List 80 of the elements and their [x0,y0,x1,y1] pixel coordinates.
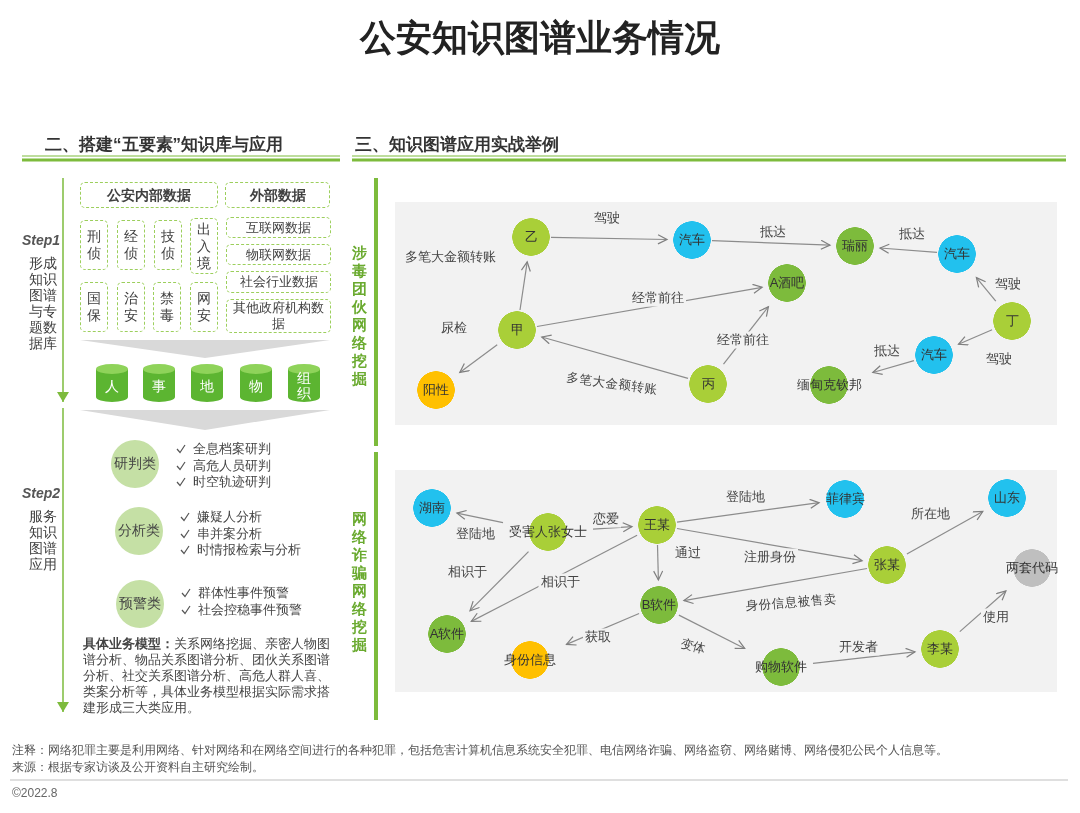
arrow [676,498,820,523]
arrow [459,344,498,373]
data-box: 网安 [190,282,218,332]
edge-label: 经常前往 [630,289,686,307]
list-item: 嫌疑人分析 [197,509,262,526]
step-label: Step2 [22,485,61,501]
note-text: 注释：网络犯罪主要是利用网络、针对网络和在网络空间进行的各种犯罪，包括危害计算机信息系统安全犯罪、电信网络诈骗、网络盗窃、网络赌博、网络侵犯公民个人信息等。 [12,742,948,759]
funnel-shape [80,410,330,430]
arrow [541,334,689,379]
paragraph: 具体业务模型：关系网络挖掘、亲密人物图谱分析、物品关系图谱分析、团伙关系图谱分析、社交关系图谱分析、高危人群人喜、类案分析等，具体业务模型根据实际需求搭建形成三大类应用。 [83,636,331,716]
arrow [683,567,868,605]
edge-label: 登陆地 [723,488,767,506]
arrow [469,551,530,612]
data-box: 刑侦 [80,220,108,270]
list-item: 时情报检索与分析 [197,542,301,559]
edge-label: 抵达 [758,223,788,241]
vertical-heading: 网络诈骗网络挖掘 [352,510,368,654]
funnel-shape [80,340,330,358]
data-box: 经侦 [117,220,145,270]
edge-label: 多笔大金额转账 [402,248,498,266]
arrow [812,647,916,664]
step-description: 服务知识图谱应用 [29,508,57,572]
data-box: 物联网数据 [226,244,331,265]
edge-label: 尿检 [439,319,469,337]
section-heading: 三、知识图谱应用实战举例 [355,134,559,156]
edge-label: 相识于 [538,573,582,591]
arrow [879,243,938,254]
list-item: 高危人员研判 [193,457,271,475]
arrow [906,510,984,555]
edge-label: 使用 [981,608,1011,626]
data-box: 国保 [80,282,108,332]
category-circle: 预警类 [116,580,164,628]
edge-label: 登陆地 [453,525,497,543]
arrow [678,614,746,650]
arrow [653,544,664,581]
data-box: 出入境 [190,218,218,274]
data-box: 社会行业数据 [226,271,331,293]
source-text: 来源：根据专家访谈及公开资料自主研究绘制。 [12,759,264,776]
data-box: 互联网数据 [226,217,331,238]
category-box: 公安内部数据 [80,182,218,208]
edge-label: 开发者 [836,638,880,656]
arrow [959,590,1007,633]
title: 公安知识图谱业务情况 [358,16,721,60]
edge-label: 经常前往 [715,331,771,349]
arrow [676,527,863,565]
arrow [975,277,997,302]
section-heading: 二、搭建“五要素”知识库与应用 [45,134,283,156]
arrow [872,360,915,375]
category-circle: 研判类 [111,440,159,488]
edge-label: 驾驶 [993,275,1023,293]
edge-label: 抵达 [897,225,927,243]
list-item: 群体性事件预警 [198,585,289,602]
step-label: Step1 [22,232,61,248]
edge-label: 获取 [583,628,613,646]
list-item: 全息档案研判 [193,441,271,458]
list-item: 社会控稳事件预警 [198,601,302,619]
edge-label: 所在地 [908,505,952,523]
list-item: 时空轨迹研判 [193,474,271,491]
data-box: 治安 [117,282,145,332]
arrow [711,239,831,250]
arrow [550,234,668,245]
edge-label: 抵达 [872,342,902,360]
data-box: 其他政府机构数据 [226,299,331,333]
data-box: 技侦 [154,220,182,270]
step-description: 形成知识图谱与专题数据库 [29,255,57,351]
edge-label: 相识于 [445,563,489,581]
arrow [957,329,993,346]
category-box: 外部数据 [225,182,330,208]
arrow [456,509,504,524]
data-box: 禁毒 [153,282,181,332]
edge-label: 注册身份 [742,548,798,566]
edge-label: 恋爱 [591,510,621,528]
vertical-heading: 涉毒团伙网络挖掘 [352,244,368,388]
arrow [519,261,531,311]
category-circle: 分析类 [115,507,163,555]
edge-label: 通过 [673,544,703,562]
edge-label: 驾驶 [592,209,622,227]
copyright-text: ©2022.8 [12,786,58,800]
list-item: 串并案分析 [197,525,262,543]
edge-label: 驾驶 [984,350,1014,368]
